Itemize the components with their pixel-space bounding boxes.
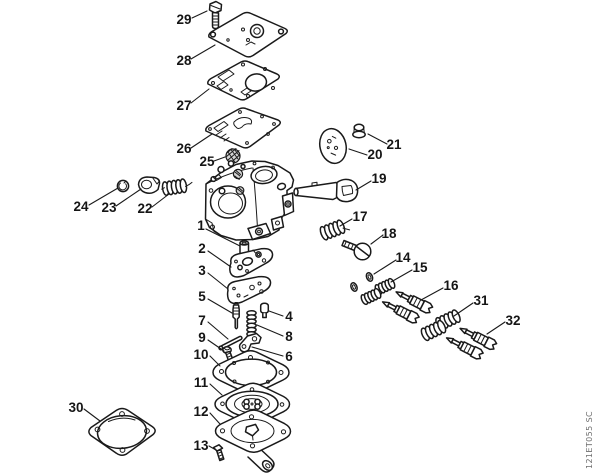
part-12-pump-cover <box>214 409 292 473</box>
part-24-nut <box>116 179 130 193</box>
callout-label-28: 28 <box>176 53 192 68</box>
leader-line-12 <box>209 412 221 425</box>
callout-label-30: 30 <box>68 400 83 415</box>
leader-line-9 <box>207 339 225 352</box>
leader-line-19 <box>355 180 372 191</box>
callout-label-23: 23 <box>101 200 117 215</box>
part-29-screw <box>208 0 223 30</box>
leader-line-29 <box>191 10 208 19</box>
leader-line-2 <box>207 250 232 268</box>
part-3-metering-gasket <box>226 275 272 305</box>
callout-label-22: 22 <box>137 201 152 216</box>
callout-label-2: 2 <box>198 241 206 256</box>
leader-line-30 <box>83 408 101 422</box>
leader-line-31 <box>453 302 474 317</box>
leader-line-17 <box>339 218 353 227</box>
callout-label-26: 26 <box>176 141 192 156</box>
leader-line-26 <box>190 133 213 149</box>
part-20-disc <box>318 127 348 165</box>
part-11-metering-diaphragm <box>214 382 291 426</box>
callout-label-4: 4 <box>285 309 293 324</box>
callout-label-17: 17 <box>352 209 367 224</box>
part-5-inlet-needle <box>232 302 240 330</box>
part-21-plug <box>352 123 366 139</box>
callout-label-12: 12 <box>193 404 208 419</box>
part-8-spring <box>246 309 257 338</box>
leader-line-21 <box>367 133 388 145</box>
leader-line-4 <box>268 310 284 317</box>
leader-line-23 <box>115 188 142 207</box>
image-code: 121ET055 SC <box>585 411 594 469</box>
leader-line-13 <box>208 445 217 451</box>
callout-label-11: 11 <box>194 375 209 390</box>
callout-label-19: 19 <box>371 171 386 186</box>
leader-line-28 <box>190 44 216 60</box>
callout-label-21: 21 <box>386 137 402 152</box>
leader-line-24 <box>88 187 119 206</box>
callout-label-3: 3 <box>198 263 206 278</box>
leader-line-3 <box>207 272 229 290</box>
callout-label-16: 16 <box>443 278 459 293</box>
callout-label-24: 24 <box>73 199 89 214</box>
part-carburetor-body <box>204 160 295 241</box>
callout-label-18: 18 <box>381 226 397 241</box>
part-16-adjusting-screws <box>379 286 435 326</box>
part-10-diaphragm-gasket <box>212 350 290 395</box>
part-19-throttle-shaft <box>293 178 359 203</box>
leader-line-22 <box>151 193 170 208</box>
callout-label-29: 29 <box>176 12 191 27</box>
callout-label-25: 25 <box>199 154 215 169</box>
callout-label-31: 31 <box>473 293 489 308</box>
leader-line-5 <box>207 298 233 314</box>
part-6-metering-lever <box>238 332 262 353</box>
part-17-spring <box>319 219 351 241</box>
leader-line-15 <box>390 269 413 283</box>
callout-label-8: 8 <box>285 329 293 344</box>
callout-label-15: 15 <box>412 260 428 275</box>
leader-line-25 <box>213 156 226 162</box>
part-32-adjusting-screws <box>443 322 499 362</box>
leader-line-1 <box>205 228 241 247</box>
part-26-pump-plate <box>205 107 282 149</box>
part-30-flange-gasket <box>88 407 156 456</box>
part-14-o-rings <box>348 271 375 293</box>
leader-line-18 <box>370 234 384 245</box>
leader-line-7 <box>207 321 229 340</box>
leader-line-6 <box>251 346 284 357</box>
part-18-screw <box>341 239 372 261</box>
leader-line-20 <box>348 148 368 156</box>
leader-lines <box>83 10 506 451</box>
leader-line-10 <box>209 355 221 367</box>
leader-line-27 <box>190 88 210 104</box>
leader-line-14 <box>373 259 397 275</box>
callout-label-9: 9 <box>198 330 206 345</box>
callout-label-6: 6 <box>285 349 293 364</box>
part-27-diaphragm-gasket <box>207 60 281 101</box>
part-22-spring <box>161 178 193 197</box>
part-2-metering-plate <box>229 247 274 278</box>
leader-line-11 <box>209 383 223 396</box>
part-23-swivel <box>137 176 161 194</box>
leader-line-8 <box>256 324 284 337</box>
part-31-springs <box>418 308 463 343</box>
callout-label-5: 5 <box>198 289 206 304</box>
part-13-screw <box>212 444 225 462</box>
callout-label-7: 7 <box>198 313 206 328</box>
callout-label-13: 13 <box>193 438 209 453</box>
callout-label-1: 1 <box>197 218 205 233</box>
part-4-plug <box>259 302 270 319</box>
leader-line-32 <box>486 321 506 335</box>
callout-labels: 1 2 3 4 5 6 7 8 9 10 11 12 13 14 15 16 1… <box>68 12 520 453</box>
leader-line-16 <box>420 287 444 301</box>
callout-label-14: 14 <box>395 250 411 265</box>
callout-label-20: 20 <box>367 147 382 162</box>
part-28-pump-cover <box>208 11 289 58</box>
callout-label-27: 27 <box>176 98 191 113</box>
callout-label-32: 32 <box>505 313 520 328</box>
callout-label-10: 10 <box>193 347 208 362</box>
